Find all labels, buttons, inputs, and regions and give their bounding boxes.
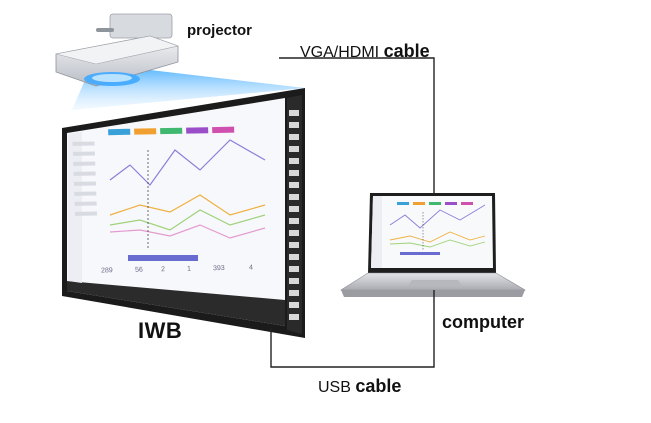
whiteboard	[62, 88, 305, 338]
projector-label: projector	[187, 22, 253, 39]
iwb-label: IWB	[138, 318, 183, 343]
vga-hdmi-cable-label: VGA/HDMI cable	[300, 41, 430, 62]
board-chart-lines	[109, 139, 266, 239]
board-stat: 2	[160, 266, 166, 274]
projector-icon	[55, 13, 180, 87]
board-tab	[108, 128, 131, 136]
laptop-screen-content	[389, 202, 486, 255]
laptop	[339, 193, 527, 297]
vga-hdmi-cable	[279, 57, 435, 195]
board-toolbar-buttons	[289, 110, 299, 320]
usb-cable-label: USB cable	[318, 376, 401, 397]
vga-hdmi-text: VGA/HDMI	[300, 44, 380, 61]
board-screen-content	[68, 132, 266, 283]
board-sidebar-item	[72, 151, 95, 156]
board-tab	[212, 126, 235, 134]
board-sidebar-item	[72, 141, 95, 146]
board-stat: 4	[248, 264, 254, 272]
board-timeline-bar	[128, 255, 198, 261]
board-sidebar-item	[73, 171, 96, 176]
board-stat: 1	[186, 265, 192, 273]
board-tab	[186, 127, 209, 134]
board-sidebar-item	[73, 181, 97, 186]
usb-text: USB	[318, 379, 351, 396]
vga-cable-text: cable	[383, 41, 430, 61]
board-sidebar-item	[73, 161, 96, 166]
computer-label: computer	[442, 312, 525, 332]
board-tab	[160, 127, 183, 135]
board-stat: 393	[212, 264, 225, 273]
usb-cable	[270, 290, 435, 368]
board-sidebar-item	[74, 191, 97, 196]
board-sidebar-item	[74, 201, 97, 206]
usb-cable-text: cable	[355, 376, 402, 396]
board-sidebar-item	[74, 211, 98, 216]
board-app-ui: 289 56 2 1 393 4	[68, 124, 294, 298]
board-stat: 289	[100, 267, 113, 275]
board-stat: 56	[134, 266, 143, 274]
board-tab	[134, 128, 157, 135]
cables	[270, 57, 435, 368]
